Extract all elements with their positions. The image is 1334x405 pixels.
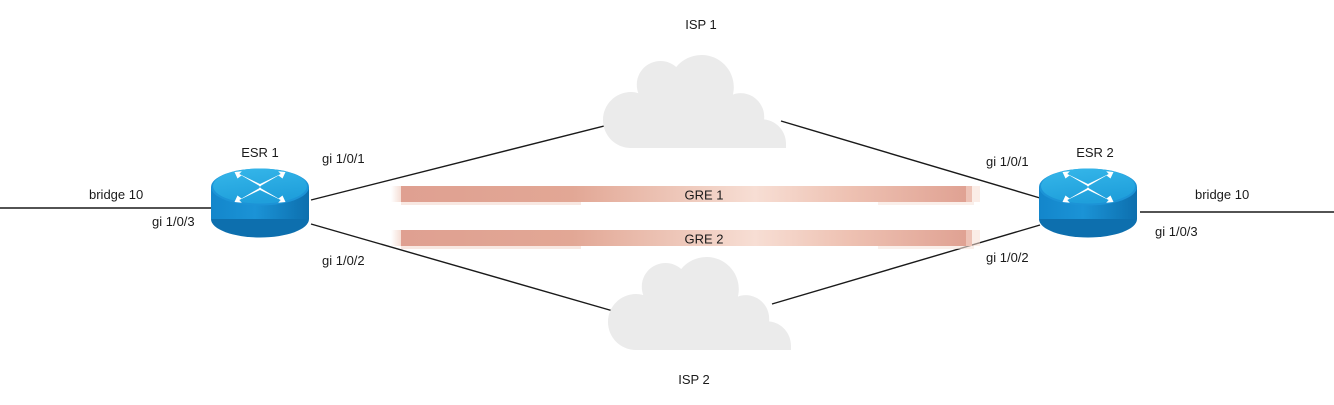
cloud-isp-2 (608, 257, 791, 350)
router-label-esr-1: ESR 1 (241, 145, 279, 160)
cloud-isp-1 (603, 55, 786, 148)
link-esr1-to-isp2 (310, 223, 621, 314)
router-esr-2[interactable] (1039, 168, 1137, 238)
port-label-esr2-gi-1-0-1: gi 1/0/1 (986, 154, 1029, 169)
router-label-esr-2: ESR 2 (1076, 145, 1114, 160)
bridge-label-left: bridge 10 (89, 187, 144, 202)
link-isp2-to-esr2 (771, 224, 1041, 305)
port-label-esr1-gi-1-0-3: gi 1/0/3 (152, 214, 195, 229)
link-esr1-to-isp1 (310, 123, 613, 201)
cloud-label-isp-2: ISP 2 (678, 372, 710, 387)
tunnel-label-gre-2: GRE 2 (684, 231, 724, 247)
tunnel-label-gre-1: GRE 1 (684, 187, 724, 203)
router-esr-1[interactable] (211, 168, 309, 238)
connection-lines (0, 120, 1334, 314)
tunnel-gre-2 (391, 230, 980, 249)
port-label-esr1-gi-1-0-2: gi 1/0/2 (322, 253, 365, 268)
port-label-esr2-gi-1-0-2: gi 1/0/2 (986, 250, 1029, 265)
port-label-esr1-gi-1-0-1: gi 1/0/1 (322, 151, 365, 166)
cloud-label-isp-1: ISP 1 (685, 17, 717, 32)
bridge-label-right: bridge 10 (1195, 187, 1250, 202)
tunnel-gre-1 (391, 186, 980, 205)
link-isp1-to-esr2 (780, 120, 1041, 199)
port-label-esr2-gi-1-0-3: gi 1/0/3 (1155, 224, 1198, 239)
